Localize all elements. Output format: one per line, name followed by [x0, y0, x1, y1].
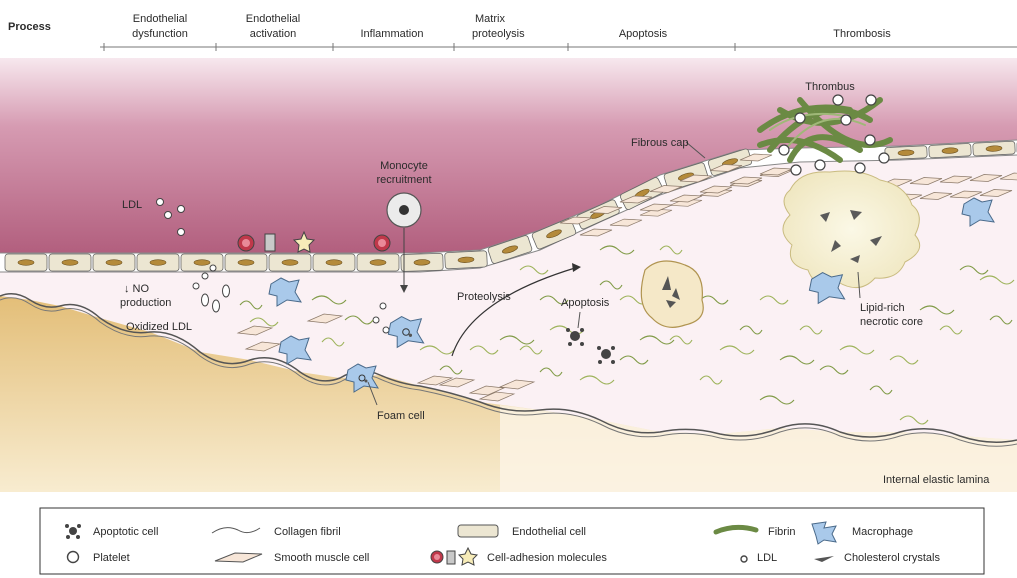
legend-adhesion-label: Cell-adhesion molecules [487, 552, 607, 564]
legend-cholesterol-label: Cholesterol crystals [844, 552, 940, 564]
process-timeline [100, 43, 1017, 51]
endothelial-cell [445, 251, 488, 269]
stage-endothelial-activation-line2: activation [250, 28, 296, 40]
label-monocyte-line2: recruitment [376, 174, 431, 186]
platelet [866, 95, 876, 105]
platelet [865, 135, 875, 145]
stage-endothelial-dysfunction-line1: Endothelial [133, 13, 187, 25]
platelet [841, 115, 851, 125]
legend-ldl-icon [741, 556, 747, 562]
label-oxidized-ldl: Oxidized LDL [126, 321, 192, 333]
endothelial-cell [357, 254, 399, 271]
legend-smc-label: Smooth muscle cell [274, 552, 369, 564]
platelet [833, 95, 843, 105]
endothelial-cell [181, 254, 223, 271]
platelet [795, 113, 805, 123]
endothelial-cell [225, 254, 267, 271]
endothelial-cell [885, 146, 927, 160]
adhesion-molecule-inflammation [374, 235, 390, 251]
stage-inflammation: Inflammation [361, 28, 424, 40]
label-foam-cell: Foam cell [377, 410, 425, 422]
legend-collagen-label: Collagen fibril [274, 526, 341, 538]
platelet [855, 163, 865, 173]
legend-apoptotic-label: Apoptotic cell [93, 526, 158, 538]
label-thrombus: Thrombus [805, 81, 855, 93]
label-necrotic-line1: Lipid-rich [860, 302, 905, 314]
legend-fibrin-label: Fibrin [768, 526, 796, 538]
endothelial-nucleus [150, 260, 166, 266]
legend-platelet-label: Platelet [93, 552, 130, 564]
endothelial-nucleus [106, 260, 122, 266]
foam-cell-lipid-dot [365, 380, 368, 383]
stage-matrix-proteolysis-line2: proteolysis [472, 28, 525, 40]
platelet [815, 160, 825, 170]
endothelial-nucleus [370, 260, 386, 266]
endothelial-nucleus [62, 260, 78, 266]
endothelial-nucleus [238, 260, 254, 266]
endothelial-nucleus [194, 260, 210, 266]
platelet [879, 153, 889, 163]
legend-box [40, 508, 984, 574]
endothelial-nucleus [326, 260, 342, 266]
legend-endothelial-icon [458, 525, 498, 537]
endothelial-cell [269, 254, 311, 271]
endothelial-cell [973, 141, 1016, 156]
stage-endothelial-dysfunction-line2: dysfunction [132, 28, 188, 40]
stage-matrix-proteolysis-line1: Matrix [475, 13, 505, 25]
endothelial-cell [401, 253, 443, 271]
label-necrotic-line2: necrotic core [860, 316, 923, 328]
endothelial-cell [5, 254, 47, 271]
label-no-line1: ↓ NO [124, 283, 150, 295]
endothelial-cell [929, 143, 972, 158]
foam-cell-lipid-dot [409, 334, 412, 337]
label-monocyte-line1: Monocyte [380, 160, 428, 172]
endothelial-nucleus [414, 259, 430, 265]
endothelial-cell [137, 254, 179, 271]
legend-ldl-label: LDL [757, 552, 777, 564]
label-apoptosis: Apoptosis [561, 297, 610, 309]
apoptotic-large-cell [641, 261, 703, 327]
legend-macrophage-label: Macrophage [852, 526, 913, 538]
platelet [791, 165, 801, 175]
stage-endothelial-activation-line1: Endothelial [246, 13, 300, 25]
stage-apoptosis: Apoptosis [619, 28, 668, 40]
label-proteolysis: Proteolysis [457, 291, 511, 303]
stage-thrombosis: Thrombosis [833, 28, 891, 40]
process-label: Process [8, 21, 51, 33]
label-internal-elastic-lamina: Internal elastic lamina [883, 474, 990, 486]
legend-endothelial-label: Endothelial cell [512, 526, 586, 538]
label-ldl: LDL [122, 199, 142, 211]
endothelial-nucleus [282, 260, 298, 266]
label-no-line2: production [120, 297, 171, 309]
endothelial-cell [49, 254, 91, 271]
endothelial-nucleus [18, 260, 34, 266]
endothelial-cell [93, 254, 135, 271]
platelet [779, 145, 789, 155]
label-fibrous-cap: Fibrous cap [631, 137, 688, 149]
endothelial-cell [313, 254, 355, 271]
legend-platelet-icon [68, 552, 79, 563]
